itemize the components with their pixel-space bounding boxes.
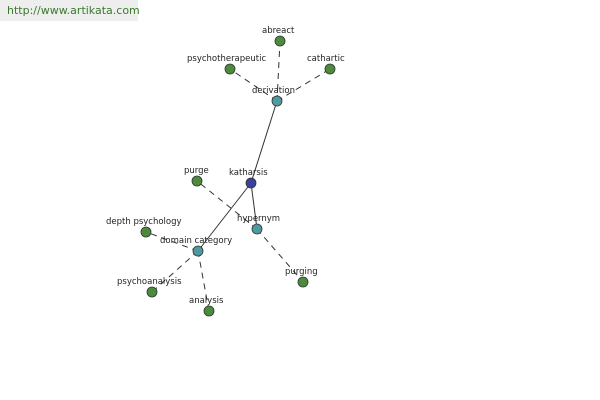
label-derivation[interactable]: derivation [252,86,295,96]
label-katharsis[interactable]: katharsis [229,168,268,178]
label-purge[interactable]: purge [184,166,209,176]
node-hypernym[interactable] [251,223,263,235]
node-purge[interactable] [191,175,203,187]
edge-derivation-psychotherapeutic [229,68,278,102]
node-derivation[interactable] [271,95,283,107]
node-psychotherapeutic[interactable] [224,63,236,75]
label-analysis[interactable]: analysis [189,296,224,306]
edge-domain-category-depth-psychology [145,231,199,252]
edge-hypernym-purge [196,180,258,230]
node-psychoanalysis[interactable] [146,286,158,298]
node-purging[interactable] [297,276,309,288]
url-link[interactable]: http://www.artikata.com [7,4,140,17]
label-cathartic[interactable]: cathartic [307,54,345,64]
graph-nodes [140,35,336,317]
edge-katharsis-domain-category [197,182,252,252]
node-katharsis[interactable] [245,177,257,189]
label-abreact[interactable]: abreact [262,26,295,36]
node-cathartic[interactable] [324,63,336,75]
node-abreact[interactable] [274,35,286,47]
label-depth-psychology[interactable]: depth psychology [106,217,182,227]
graph-edges [145,40,331,312]
edge-katharsis-derivation [250,100,278,184]
node-domain-category[interactable] [192,245,204,257]
label-psychoanalysis[interactable]: psychoanalysis [117,277,182,287]
graph-labels: katharsis derivation hypernym domain catego… [106,26,345,306]
node-analysis[interactable] [203,305,215,317]
edge-hypernym-purging [256,228,304,283]
label-domain-category[interactable]: domain category [160,236,232,246]
edge-derivation-cathartic [276,68,331,102]
label-purging[interactable]: purging [285,267,318,277]
label-hypernym[interactable]: hypernym [237,214,280,224]
edge-katharsis-hypernym [250,182,258,230]
label-psychotherapeutic[interactable]: psychotherapeutic [187,54,266,64]
url-banner: http://www.artikata.com [0,0,140,21]
node-depth-psychology[interactable] [140,226,152,238]
